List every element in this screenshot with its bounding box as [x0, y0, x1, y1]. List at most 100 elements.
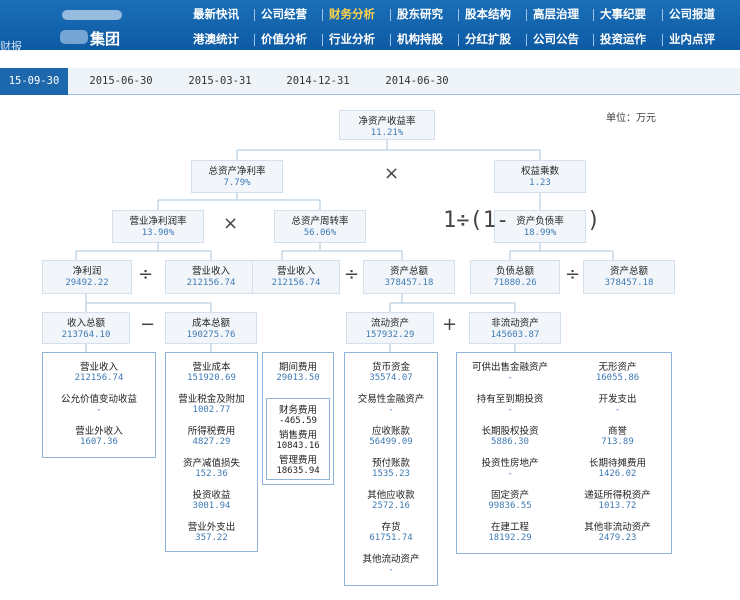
company-logo[interactable]: 集团 [58, 4, 138, 48]
item-label: 长期待摊费用 [588, 458, 646, 469]
item-value: 5886.30 [491, 437, 529, 447]
nav-separator [593, 9, 594, 21]
blurred-stock-code [62, 10, 122, 20]
node-value: 18.99% [523, 228, 557, 238]
item-label: 货币资金 [371, 362, 410, 373]
node-label: 净资产收益率 [358, 116, 416, 127]
node-value: 190275.76 [186, 330, 236, 340]
group-item: 财务费用-465.59 [267, 402, 329, 426]
nav-separator [593, 34, 594, 46]
nav-separator [458, 9, 459, 21]
item-value: - [388, 565, 394, 575]
item-label: 营业外支出 [187, 522, 236, 533]
item-value: 29013.50 [276, 373, 320, 383]
item-label: 开发支出 [598, 394, 637, 405]
item-label: 销售费用 [278, 430, 317, 441]
item-value: 1013.72 [598, 501, 637, 511]
nav-item[interactable]: 最新快讯 [193, 7, 239, 21]
group-item: 持有至到期投资- [457, 391, 563, 415]
node-value: 378457.18 [604, 278, 654, 288]
minus-operator: − [140, 314, 156, 335]
item-label: 营业成本 [192, 362, 231, 373]
node-label: 流动资产 [370, 318, 409, 329]
item-value: 1002.77 [192, 405, 231, 415]
divide-operator: ÷ [344, 264, 360, 285]
node-value: 213764.10 [61, 330, 111, 340]
item-value: 3001.94 [192, 501, 231, 511]
item-label: 交易性金融资产 [357, 394, 425, 405]
node-label: 负债总额 [495, 266, 534, 277]
item-label: 资产减值损失 [182, 458, 240, 469]
nav-item[interactable]: 股东研究 [397, 7, 443, 21]
nav-item[interactable]: 股本结构 [465, 7, 511, 21]
group-noncurrent-assets [456, 352, 672, 554]
item-value: 10843.16 [276, 441, 320, 451]
close-paren: ) [589, 208, 598, 233]
nav-item[interactable]: 价值分析 [261, 32, 307, 46]
tab-report-date[interactable]: 15-09-30 [0, 68, 68, 95]
nav-item[interactable]: 高层治理 [533, 7, 579, 21]
node-value: 1.23 [529, 178, 551, 188]
divide-operator: ÷ [565, 264, 581, 285]
node-label: 净利润 [72, 266, 102, 277]
node-label: 非流动资产 [491, 318, 539, 329]
nav-item[interactable]: 公司经营 [261, 7, 307, 21]
nav-item[interactable]: 分红扩股 [465, 32, 511, 46]
blurred-company-name [60, 30, 88, 44]
group-income-items [42, 352, 156, 458]
item-label: 投资性房地产 [481, 458, 539, 469]
tab-report-date[interactable]: 2014-06-30 [385, 75, 449, 87]
tab-report-date[interactable]: 2015-03-31 [188, 75, 252, 87]
nav-item[interactable]: 机构持股 [397, 32, 443, 46]
multiply-operator: × [384, 163, 400, 184]
nav-item[interactable]: 行业分析 [329, 32, 375, 46]
item-label: 可供出售金融资产 [471, 362, 548, 373]
node-label: 营业收入 [276, 266, 315, 277]
item-value: - [614, 405, 621, 415]
item-label: 其他流动资产 [362, 554, 420, 565]
tab-report-date[interactable]: 2014-12-31 [286, 75, 350, 87]
node-value: 71880.26 [493, 278, 537, 288]
item-label: 营业收入 [79, 362, 118, 373]
nav-separator [662, 9, 663, 21]
nav-item[interactable]: 投资运作 [600, 32, 646, 46]
nav-separator [526, 9, 527, 21]
nav-separator [390, 34, 391, 46]
item-label: 预付账款 [371, 458, 410, 469]
nav-item[interactable]: 财务分析 [329, 7, 375, 21]
item-label: 固定资产 [490, 490, 529, 501]
nav-item[interactable]: 业内点评 [669, 32, 715, 46]
item-value: 1607.36 [80, 437, 118, 447]
node-value: 29492.22 [65, 278, 109, 288]
nav-item[interactable]: 港澳统计 [193, 32, 239, 46]
item-label: 财务费用 [278, 405, 317, 416]
nav-item[interactable]: 大事纪要 [600, 7, 646, 21]
node-value: 11.21% [370, 128, 404, 138]
nav-item[interactable]: 公司公告 [533, 32, 579, 46]
group-cost-items [165, 352, 258, 552]
node-label: 资产总额 [389, 266, 428, 277]
item-value: - [388, 405, 394, 415]
item-value: -465.59 [279, 416, 317, 426]
item-value: - [507, 405, 513, 415]
nav-item[interactable]: 公司报道 [669, 7, 715, 21]
tab-report-date[interactable]: 2015-06-30 [89, 75, 153, 87]
node-label: 权益乘数 [520, 166, 559, 177]
nav-separator [322, 9, 323, 21]
item-value: 18192.29 [488, 533, 532, 543]
